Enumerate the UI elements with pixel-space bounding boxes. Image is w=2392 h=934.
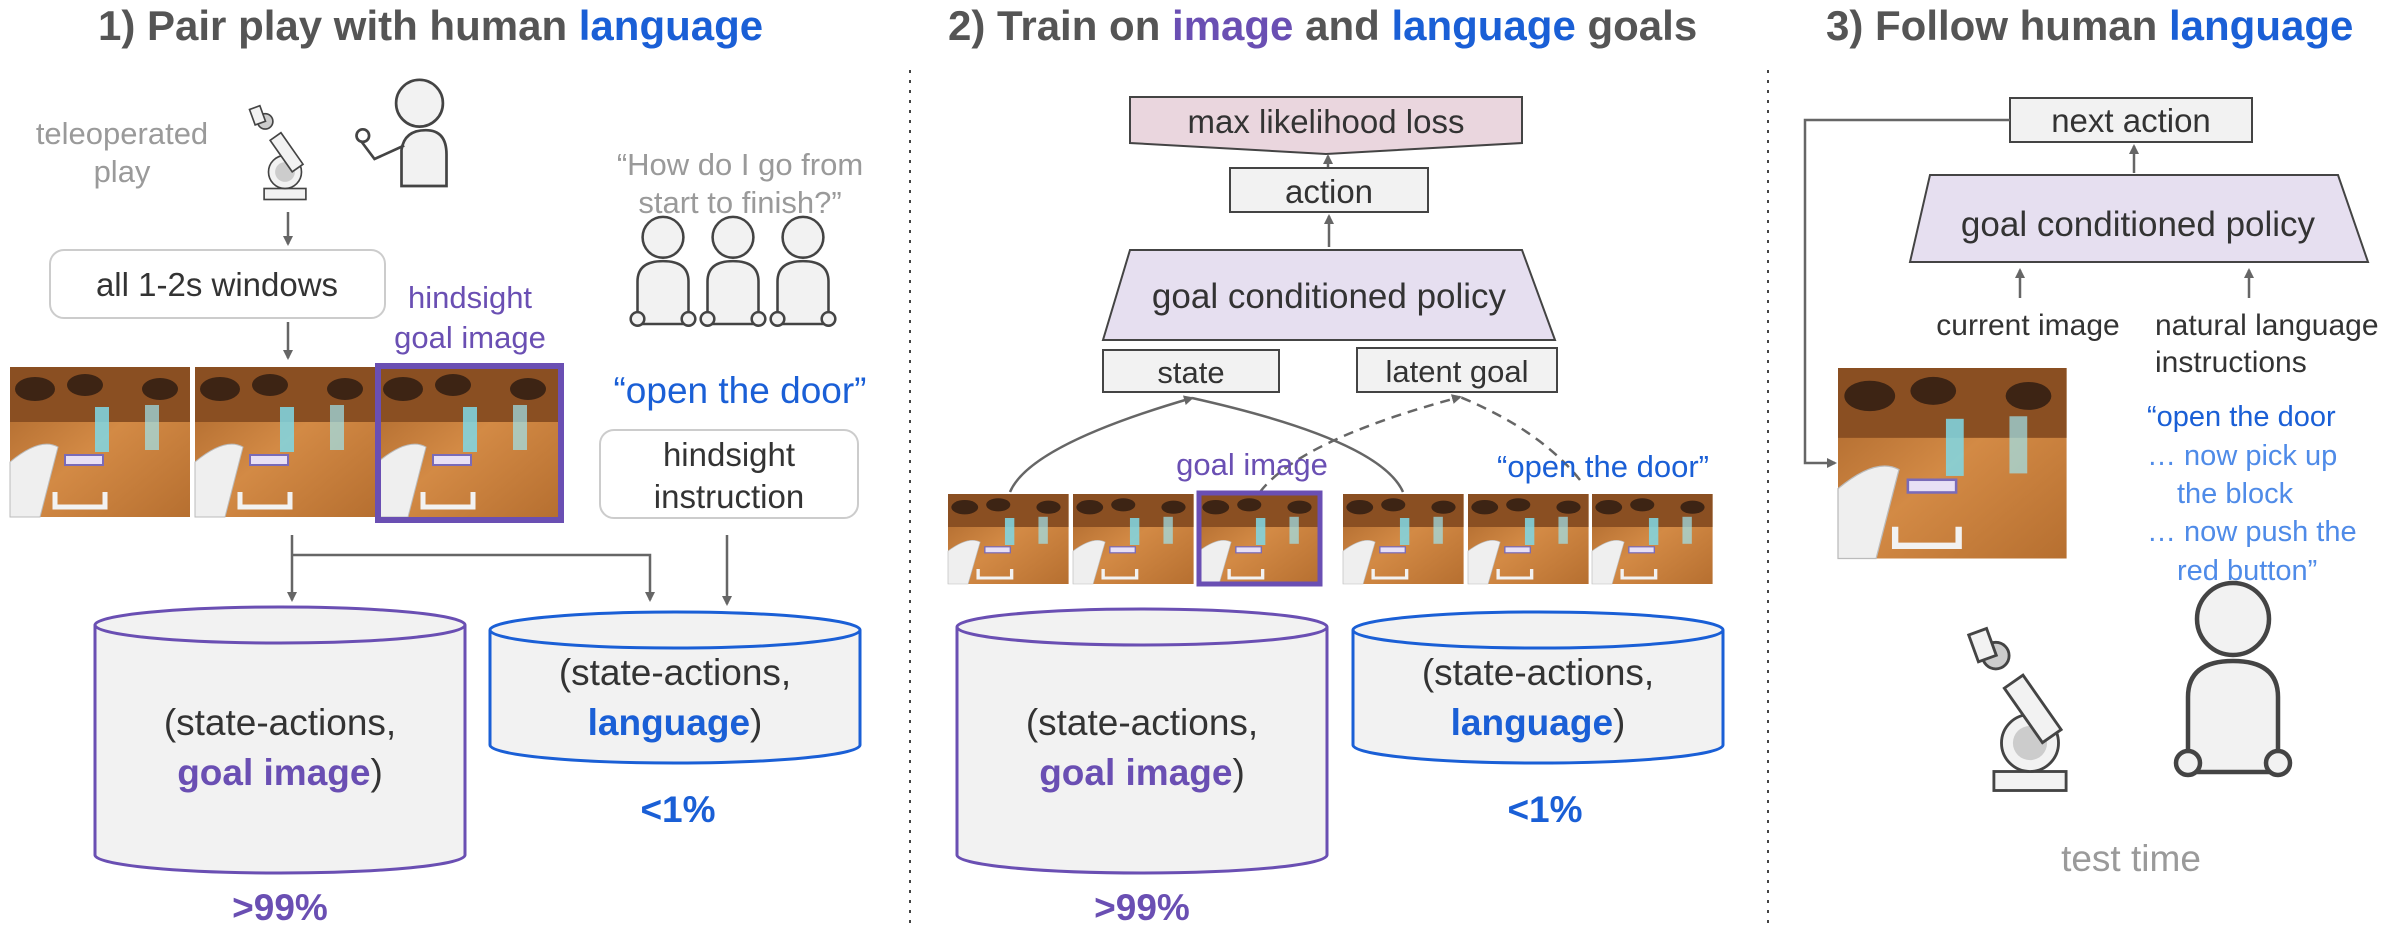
- loss-box: [1129, 96, 1523, 156]
- db-image-text-p2-1: (state-actions,: [1026, 702, 1258, 743]
- database-language-2: [1351, 610, 1725, 765]
- person-icon: [769, 215, 837, 327]
- frame-p2-4: [1341, 492, 1466, 586]
- frame-p2-5: [1466, 492, 1591, 586]
- frame-p2-2: [1071, 492, 1196, 586]
- policy-label-3: goal conditioned policy: [1961, 205, 2316, 244]
- pct-image-2: >99%: [1094, 887, 1190, 928]
- frame-1: [10, 367, 190, 517]
- open-door-quote: “open the door”: [613, 370, 866, 411]
- teleop-label-2: play: [94, 154, 151, 189]
- frame-3-goal: [378, 367, 558, 517]
- teleop-label: teleoperated: [36, 116, 208, 151]
- person-icon: [699, 215, 767, 327]
- hindsight-instruction-label-2: instruction: [654, 478, 804, 515]
- pct-lang-2: <1%: [1507, 789, 1582, 830]
- goal-image-label: goal image: [1176, 447, 1328, 482]
- goal-frame-p2: [1196, 490, 1323, 587]
- db-lang-text-p2-2: language): [1451, 702, 1626, 743]
- hindsight-goal-label: hindsight: [408, 280, 532, 315]
- frame-2: [195, 367, 375, 517]
- windows-label: all 1-2s windows: [96, 266, 338, 303]
- nl-label-1: natural language: [2155, 309, 2379, 342]
- instr-3: the block: [2177, 478, 2294, 510]
- frame-p2-3-goal: [1197, 492, 1322, 586]
- hindsight-instruction-label: hindsight: [663, 436, 795, 473]
- teleop-robot-icon: [248, 104, 307, 201]
- action-box: [1229, 167, 1429, 213]
- state-box: [1102, 349, 1280, 393]
- windows-box: [49, 249, 386, 319]
- hindsight-instruction-box: [599, 429, 859, 519]
- nl-label-2: instructions: [2155, 346, 2307, 379]
- frame-p2-6: [1590, 492, 1715, 586]
- policy-trapezoid-3: [1908, 174, 2370, 263]
- loss-label: max likelihood loss: [1188, 103, 1465, 140]
- db-image-text-1: (state-actions,: [164, 702, 396, 743]
- db-lang-text-2: language): [588, 702, 763, 743]
- instr-5: red button”: [2177, 555, 2317, 587]
- person-icon: [629, 215, 697, 327]
- robot-arm-icon: [1967, 627, 2068, 792]
- current-image-label: current image: [1936, 309, 2119, 342]
- question-text: “How do I go from: [617, 147, 863, 182]
- db-image-text-p2-2: goal image): [1039, 752, 1245, 793]
- policy-trapezoid-2: [1101, 249, 1557, 341]
- frame-p2-1: [946, 492, 1071, 586]
- current-image-frame: [1838, 368, 2067, 559]
- latent-goal-box: [1356, 347, 1558, 393]
- question-text-2: start to finish?”: [638, 185, 841, 220]
- pct-lang-1: <1%: [640, 789, 715, 830]
- goal-image-frame: [375, 363, 564, 523]
- db-lang-text-1: (state-actions,: [559, 652, 791, 693]
- test-time-label: test time: [2061, 838, 2201, 879]
- latent-goal-label: latent goal: [1385, 354, 1528, 389]
- human-icon: [2176, 583, 2290, 775]
- database-goal-image: [93, 605, 467, 875]
- panel3-title: 3) Follow human language: [1826, 2, 2353, 49]
- next-action-label: next action: [2051, 102, 2211, 139]
- panel1-title: 1) Pair play with human language: [98, 2, 763, 49]
- instr-4: … now push the: [2147, 516, 2357, 548]
- hindsight-goal-label-2: goal image: [394, 320, 546, 355]
- instr-2: … now pick up: [2147, 440, 2337, 472]
- open-door-label-2: “open the door”: [1497, 449, 1709, 484]
- db-lang-text-p2-1: (state-actions,: [1422, 652, 1654, 693]
- database-language: [488, 610, 862, 765]
- policy-label-2: goal conditioned policy: [1152, 277, 1507, 316]
- pct-image-1: >99%: [232, 887, 328, 928]
- action-label: action: [1285, 173, 1373, 210]
- instr-1: “open the door: [2147, 401, 2336, 433]
- teleoperator-icon: [355, 78, 448, 188]
- database-goal-image-2: [955, 607, 1329, 875]
- state-label: state: [1157, 355, 1224, 390]
- panel2-title: 2) Train on image and language goals: [948, 2, 1697, 49]
- db-image-text-2: goal image): [177, 752, 383, 793]
